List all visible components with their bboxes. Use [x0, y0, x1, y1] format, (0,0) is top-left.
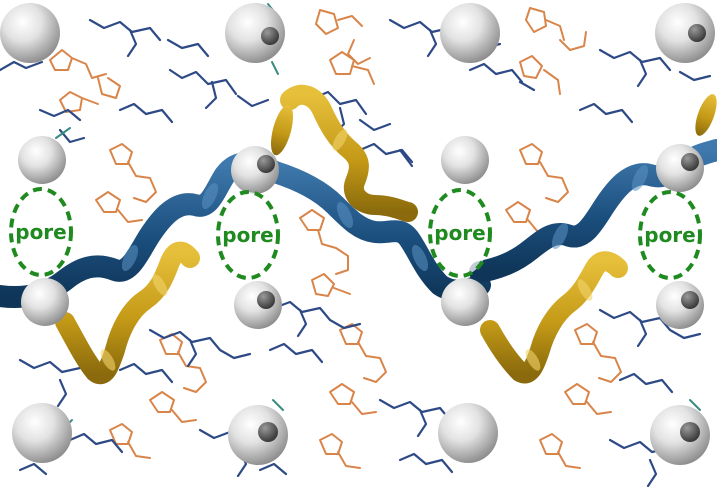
orange-stick-fragments	[49, 7, 622, 469]
orange-fragment	[299, 209, 351, 297]
ion-sphere	[228, 405, 288, 465]
navy-fragment	[18, 358, 124, 476]
ion-sphere	[438, 403, 498, 463]
orange-fragment	[315, 9, 375, 85]
pore-label: pore	[222, 223, 273, 247]
orange-fragment	[329, 323, 387, 415]
ion-sphere	[656, 144, 704, 192]
pore-marker: pore	[9, 187, 73, 277]
navy-fragment	[118, 68, 270, 124]
navy-fragment	[258, 298, 362, 364]
ion-sphere	[656, 281, 704, 329]
pore-marker: pore	[638, 190, 702, 280]
orange-fragment	[109, 423, 581, 469]
ion-sphere	[440, 3, 500, 63]
ion-sphere	[12, 403, 72, 463]
orange-fragment	[49, 49, 121, 113]
ion-sphere	[0, 3, 60, 63]
navy-fragment	[388, 18, 536, 92]
ion-sphere	[441, 136, 489, 184]
navy-fragment	[578, 48, 712, 124]
ion-sphere	[655, 3, 715, 63]
ion-sphere	[225, 3, 285, 63]
pore-marker: pore	[428, 188, 492, 278]
ion-sphere	[18, 136, 66, 184]
navy-stick-fragments	[0, 18, 712, 488]
orange-fragment	[519, 7, 587, 95]
pore-label: pore	[434, 221, 485, 245]
pore-label: pore	[644, 223, 695, 247]
pore-label: pore	[15, 220, 66, 244]
ion-sphere	[234, 281, 282, 329]
orange-fragment	[95, 143, 157, 223]
ion-spheres	[0, 3, 715, 465]
ion-sphere	[21, 278, 69, 326]
ion-sphere	[650, 405, 710, 465]
pore-marker: pore	[216, 190, 280, 280]
ion-sphere	[231, 146, 279, 194]
orange-fragment	[564, 323, 622, 415]
navy-fragment	[118, 328, 252, 384]
navy-fragment	[38, 108, 86, 144]
pore-markers: pore pore pore pore	[9, 187, 702, 280]
gold-ribbon-helix	[55, 84, 717, 385]
orange-fragment	[149, 333, 207, 423]
ion-sphere	[441, 278, 489, 326]
orange-fragment	[505, 143, 569, 233]
